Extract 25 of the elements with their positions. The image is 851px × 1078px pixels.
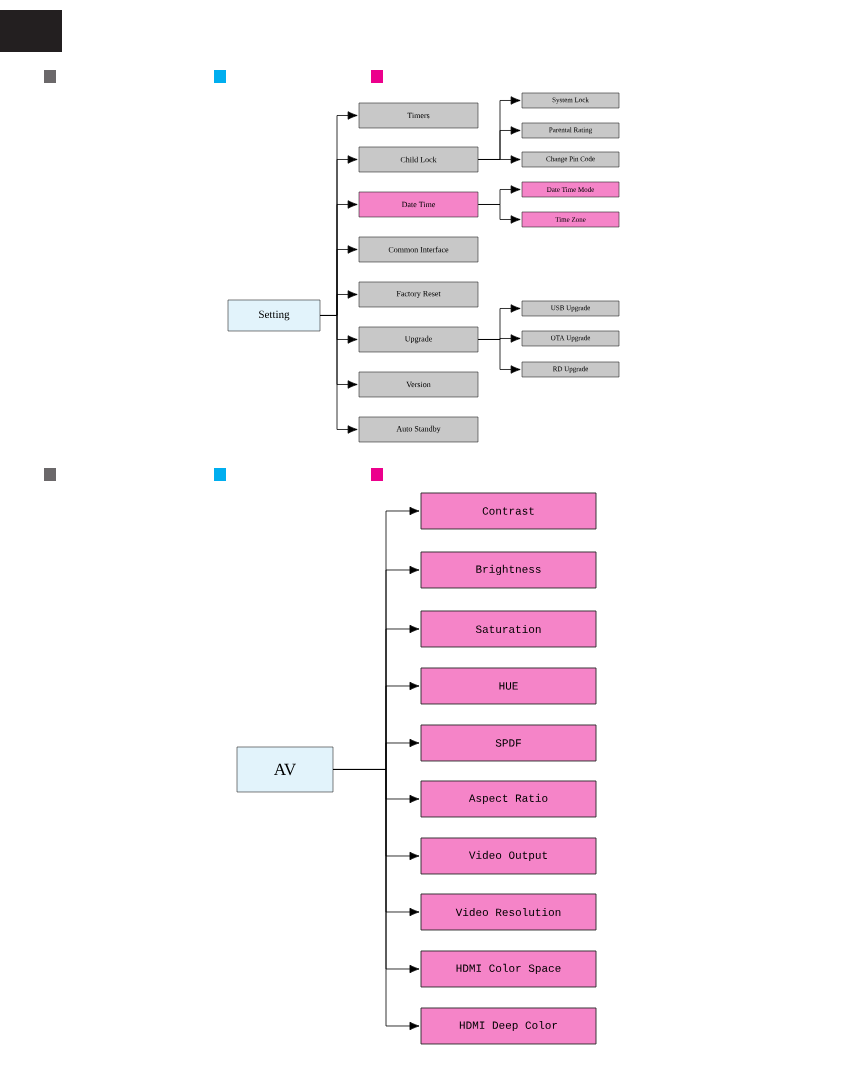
menu-box: Auto Standby <box>358 416 479 443</box>
menu-box: SPDF <box>420 724 597 762</box>
menu-box: Timers <box>358 102 479 129</box>
menu-box: Child Lock <box>358 146 479 173</box>
menu-box: Saturation <box>420 610 597 648</box>
menu-box: HDMI Color Space <box>420 950 597 988</box>
menu-box: Common Interface <box>358 236 479 263</box>
arrow <box>477 339 521 374</box>
menu-box: Contrast <box>420 492 597 530</box>
arrow <box>332 769 420 1031</box>
menu-box: Upgrade <box>358 326 479 353</box>
menu-box: Aspect Ratio <box>420 780 597 818</box>
menu-box: Video Resolution <box>420 893 597 931</box>
menu-box: Version <box>358 371 479 398</box>
root-box: Setting <box>227 299 321 332</box>
menu-box: Video Output <box>420 837 597 875</box>
arrow <box>319 315 358 434</box>
menu-box: Brightness <box>420 551 597 589</box>
root-box: AV <box>236 746 334 793</box>
arrow <box>477 155 521 164</box>
menu-box: Date Time <box>358 191 479 218</box>
arrow <box>477 204 521 224</box>
menu-box: Factory Reset <box>358 281 479 308</box>
menu-box: HDMI Deep Color <box>420 1007 597 1045</box>
menu-box: HUE <box>420 667 597 705</box>
